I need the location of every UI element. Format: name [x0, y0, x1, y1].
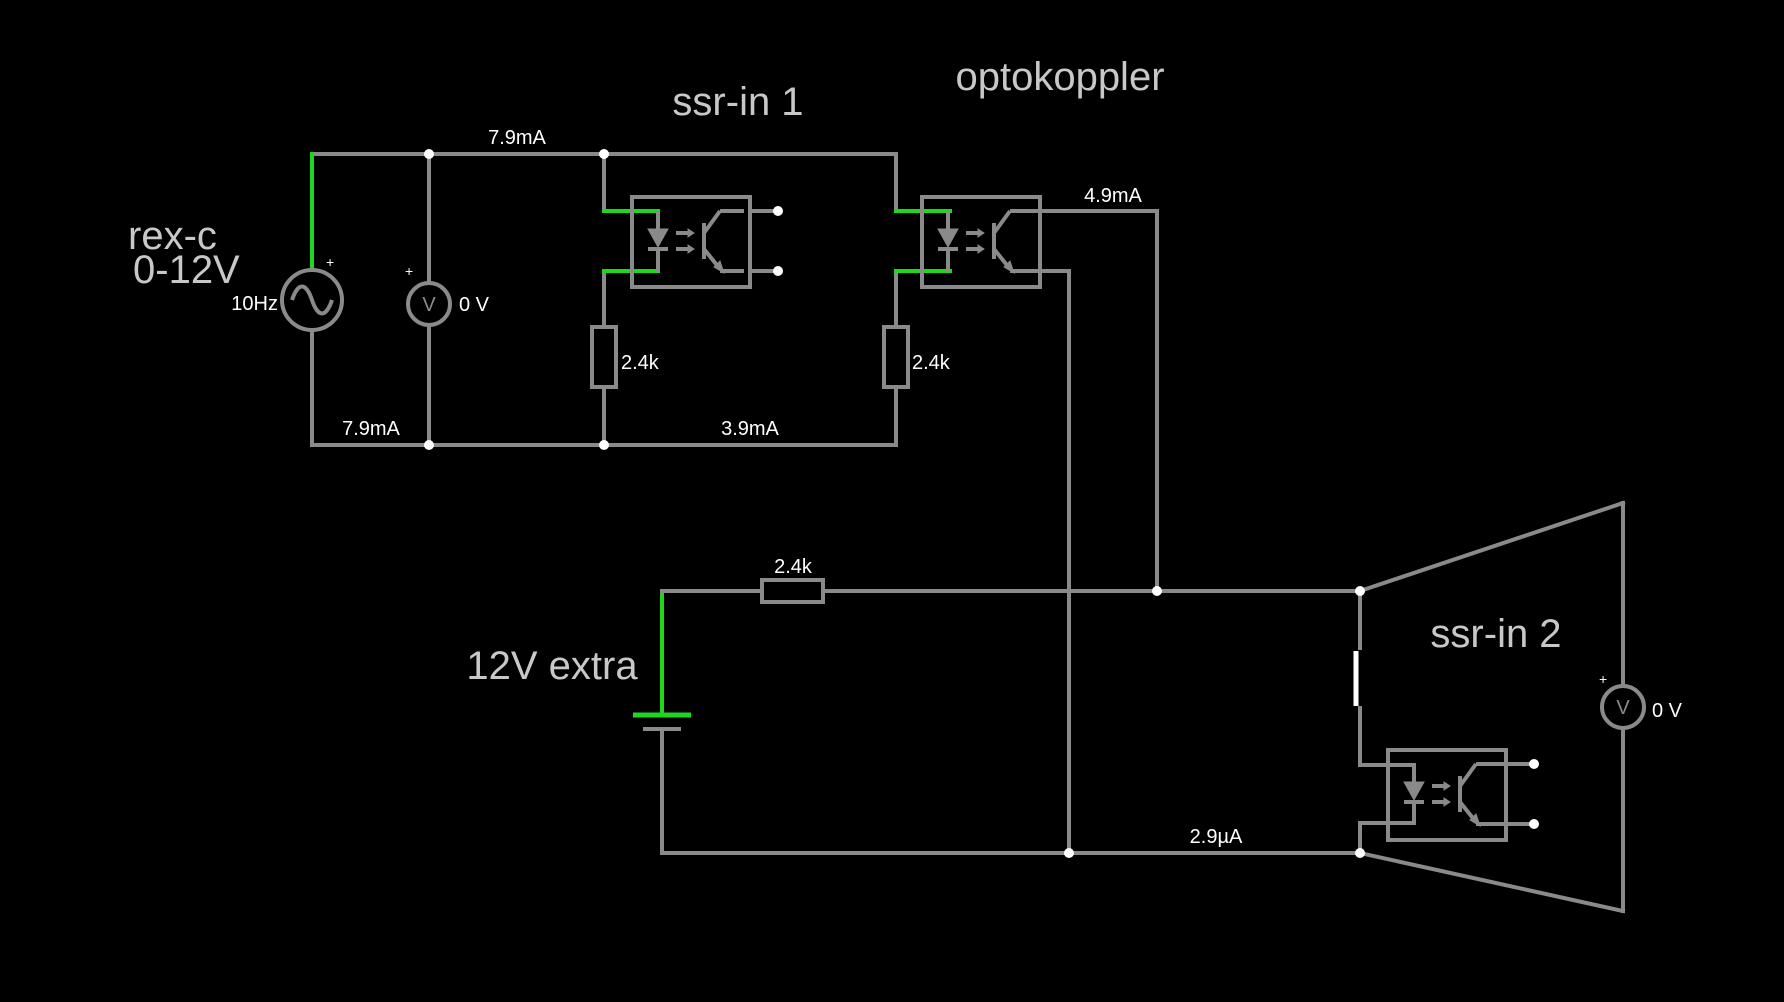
voltmeter-1-reading: 0 V	[459, 294, 490, 316]
resistor-r1[interactable]: 2.4k	[590, 325, 660, 389]
upper-circuit-wires	[310, 152, 898, 447]
resistor-r1-value: 2.4k	[621, 352, 660, 374]
ac-source-plus: +	[326, 254, 334, 270]
voltmeter-1-plus: +	[405, 263, 413, 279]
current-top-wire: 7.9mA	[488, 127, 546, 149]
label-ssr-in-2: ssr-in 2	[1430, 612, 1561, 656]
voltmeter-2-plus: +	[1599, 671, 1607, 687]
voltmeter-1[interactable]: V + 0 V	[405, 263, 490, 327]
lower-circuit-wires	[660, 209, 1626, 914]
voltmeter-1-symbol: V	[422, 294, 436, 316]
label-rex-c-line2: 0-12V	[133, 248, 240, 292]
voltmeter-2-reading: 0 V	[1652, 700, 1683, 722]
resistor-r3-value: 2.4k	[774, 556, 813, 578]
label-rex-c-line1: rex-c	[128, 214, 217, 258]
battery-12v[interactable]	[633, 712, 691, 731]
ac-source[interactable]: + 10Hz	[231, 254, 344, 332]
optocoupler-ssr-in-1[interactable]	[630, 195, 783, 289]
current-bottom-mid: 3.9mA	[721, 418, 779, 440]
current-opto-out: 4.9mA	[1084, 185, 1142, 207]
current-lower-return: 2.9µA	[1190, 826, 1243, 848]
label-optokoppler: optokoppler	[955, 55, 1164, 99]
optocoupler-ssr-in-2[interactable]	[1386, 748, 1539, 842]
current-bottom-left: 7.9mA	[342, 418, 400, 440]
voltmeter-2-symbol: V	[1616, 697, 1630, 719]
junction-nodes	[424, 149, 1365, 858]
resistor-r3[interactable]: 2.4k	[760, 556, 825, 604]
resistor-r2-value: 2.4k	[912, 352, 951, 374]
label-12v-extra: 12V extra	[466, 644, 638, 688]
voltmeter-2[interactable]: V + 0 V	[1599, 671, 1683, 730]
optocoupler-optokoppler[interactable]	[920, 195, 1042, 289]
ac-source-frequency: 10Hz	[231, 293, 278, 315]
label-ssr-in-1: ssr-in 1	[672, 80, 803, 124]
resistor-r2[interactable]: 2.4k	[882, 325, 951, 389]
